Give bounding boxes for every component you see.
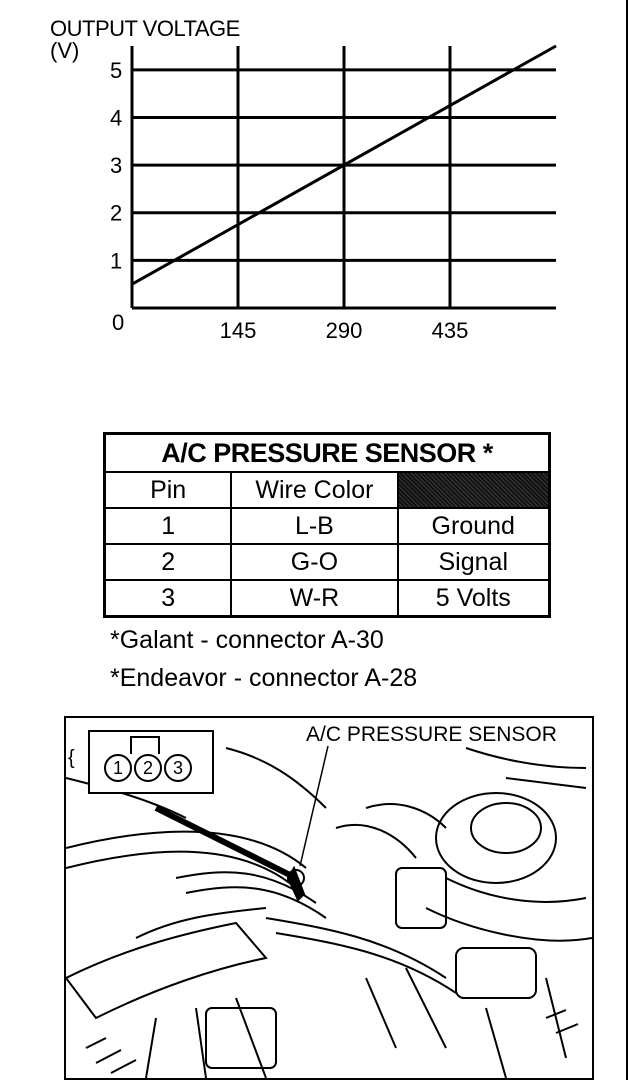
figure-label: A/C PRESSURE SENSOR: [304, 723, 559, 746]
sensor-location-figure: A/C PRESSURE SENSOR { 1 2 3: [64, 716, 594, 1080]
cell-pin: 1: [103, 507, 233, 545]
y-tick-label: 1: [110, 248, 122, 273]
y-tick-label: 4: [110, 105, 122, 130]
output-voltage-chart: OUTPUT VOLTAGE (V) 0 1 2 3 4 5 145 290 435: [0, 0, 640, 400]
engine-bay-illustration: [66, 745, 592, 1078]
x-tick-label: 435: [432, 318, 469, 343]
table-title: A/C PRESSURE SENSOR *: [103, 432, 551, 473]
header-wire-color: Wire Color: [230, 471, 399, 509]
table-header-row: Pin Wire Color: [103, 471, 551, 509]
connector-diagram: 1 2 3: [88, 730, 214, 794]
cell-pin: 2: [103, 543, 233, 581]
y-tick-label: 0: [112, 310, 124, 335]
cell-function: Ground: [396, 507, 551, 545]
table-title-row: A/C PRESSURE SENSOR *: [103, 432, 551, 473]
y-tick-label: 3: [110, 153, 122, 178]
table-row: 2 G-O Signal: [103, 543, 551, 581]
chart-title: OUTPUT VOLTAGE: [50, 16, 240, 41]
cell-function: Signal: [396, 543, 551, 581]
chart-plot: 0 1 2 3 4 5 145 290 435: [110, 44, 557, 343]
note-galant: *Galant - connector A-30: [110, 626, 384, 654]
pin-2: 2: [134, 754, 162, 782]
note-endeavor: *Endeavor - connector A-28: [110, 664, 418, 692]
y-tick-label: 5: [110, 58, 122, 83]
bracket-mark: {: [68, 747, 75, 769]
page-right-border: [626, 0, 628, 1080]
series-line: [131, 44, 557, 286]
pin-1: 1: [104, 754, 132, 782]
cell-function: 5 Volts: [396, 579, 551, 618]
table-row: 1 L-B Ground: [103, 507, 551, 545]
cell-wire-color: W-R: [230, 579, 399, 618]
header-shaded-cell: [396, 471, 551, 509]
pin-3: 3: [164, 754, 192, 782]
chart-y-unit: (V): [50, 38, 80, 63]
cell-wire-color: L-B: [230, 507, 399, 545]
cell-pin: 3: [103, 579, 233, 618]
cell-wire-color: G-O: [230, 543, 399, 581]
x-tick-label: 290: [326, 318, 363, 343]
x-tick-label: 145: [220, 318, 257, 343]
table-row: 3 W-R 5 Volts: [103, 579, 551, 618]
header-pin: Pin: [103, 471, 233, 509]
y-tick-label: 2: [110, 201, 122, 226]
connector-key: [130, 736, 160, 754]
pin-table: A/C PRESSURE SENSOR * Pin Wire Color 1 L…: [103, 432, 551, 618]
